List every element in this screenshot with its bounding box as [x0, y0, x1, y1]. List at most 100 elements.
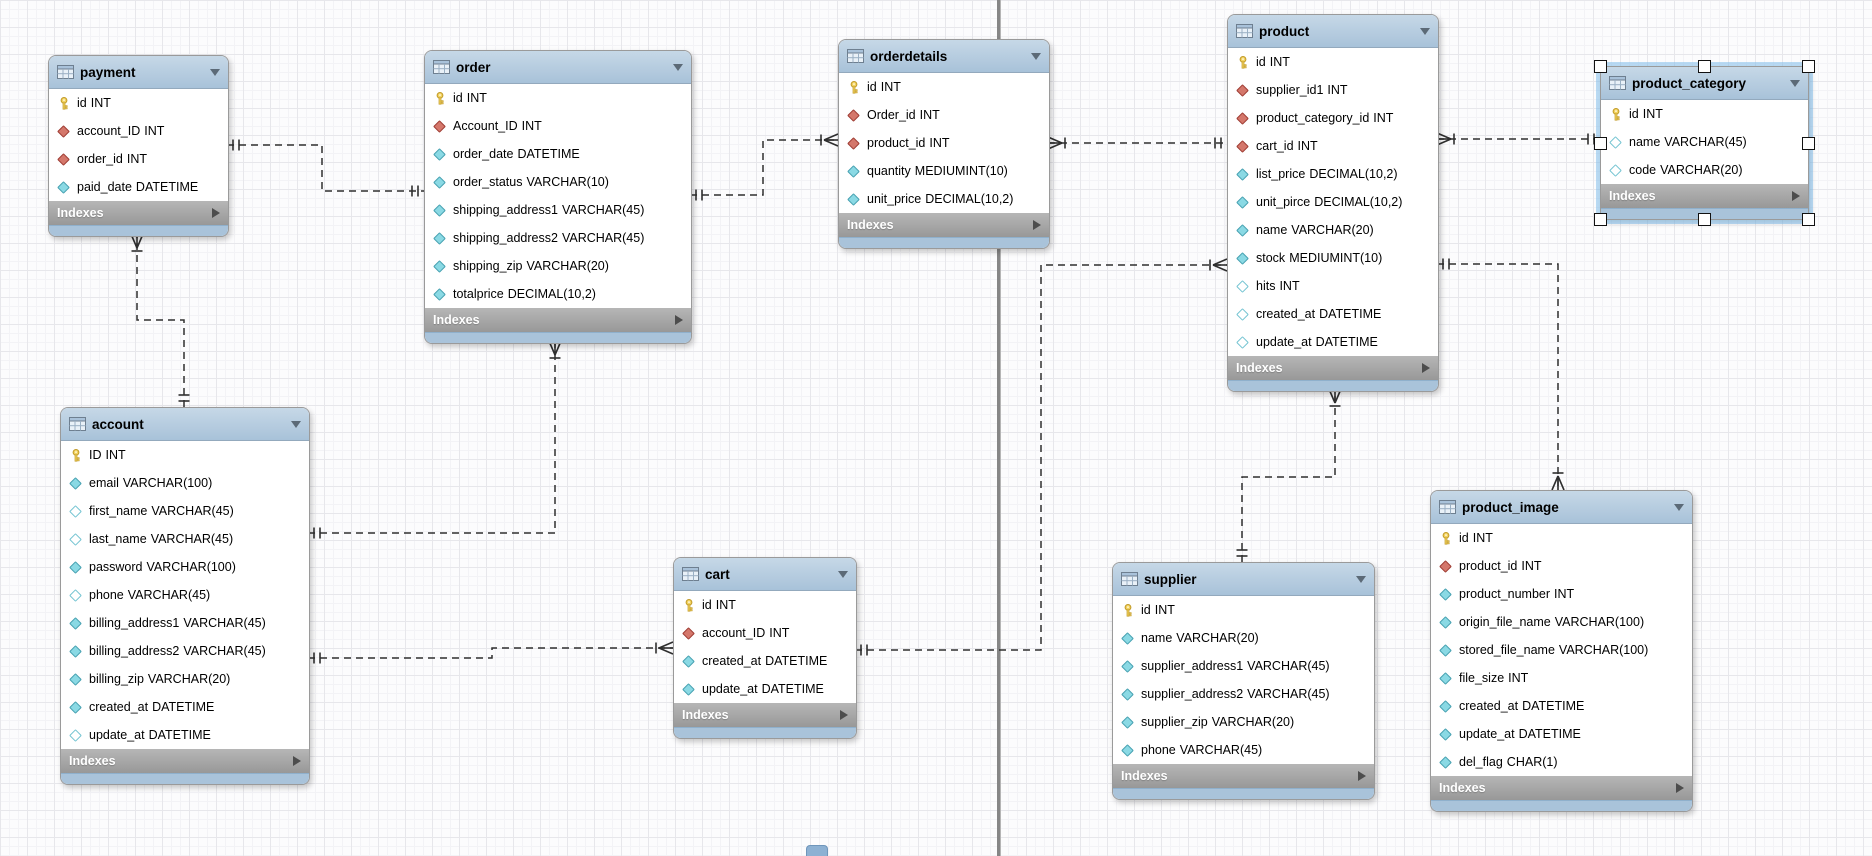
- chevron-down-icon[interactable]: [1356, 575, 1366, 583]
- selection-handle[interactable]: [1594, 136, 1607, 150]
- chevron-down-icon[interactable]: [1674, 503, 1684, 511]
- indexes-bar[interactable]: Indexes: [49, 201, 228, 225]
- indexes-bar[interactable]: Indexes: [1431, 776, 1692, 800]
- chevron-down-icon[interactable]: [1790, 79, 1800, 87]
- indexes-bar[interactable]: Indexes: [1228, 356, 1438, 380]
- chevron-down-icon[interactable]: [838, 570, 848, 578]
- triangle-right-icon[interactable]: [1033, 220, 1041, 230]
- table-header-orderdetails[interactable]: orderdetails: [839, 40, 1049, 73]
- triangle-right-icon[interactable]: [1358, 771, 1366, 781]
- selection-handle[interactable]: [1802, 60, 1815, 73]
- triangle-right-icon[interactable]: [1792, 191, 1800, 201]
- table-header-order[interactable]: order: [425, 51, 691, 84]
- table-header-supplier[interactable]: supplier: [1113, 563, 1374, 596]
- chevron-down-icon[interactable]: [210, 68, 220, 76]
- relationship-connector-supplier-product[interactable]: [1236, 388, 1342, 562]
- table-header-product[interactable]: product: [1228, 15, 1438, 48]
- relationship-connector-order-orderdetails[interactable]: [690, 133, 839, 201]
- relationship-connector-account-cart[interactable]: [308, 641, 674, 664]
- triangle-right-icon[interactable]: [212, 208, 220, 218]
- table-header-payment[interactable]: payment: [49, 56, 228, 89]
- triangle-right-icon[interactable]: [840, 710, 848, 720]
- selection-handle[interactable]: [1802, 213, 1815, 226]
- indexes-bar[interactable]: Indexes: [61, 749, 309, 773]
- selection-handle[interactable]: [1594, 60, 1607, 73]
- relationship-connector-orderdetails-product[interactable]: [1047, 136, 1227, 150]
- relationship-connector-account-order[interactable]: [308, 340, 562, 539]
- indexes-bar[interactable]: Indexes: [1601, 184, 1808, 208]
- chevron-down-icon[interactable]: [1420, 27, 1430, 35]
- selection-handle[interactable]: [1802, 136, 1815, 150]
- table-header-account[interactable]: account: [61, 408, 309, 441]
- table-header-product_image[interactable]: product_image: [1431, 491, 1692, 524]
- selection-handle[interactable]: [1698, 213, 1711, 226]
- indexes-bar[interactable]: Indexes: [674, 703, 856, 727]
- triangle-right-icon[interactable]: [293, 756, 301, 766]
- triangle-right-icon[interactable]: [675, 315, 683, 325]
- indexes-bar[interactable]: Indexes: [839, 213, 1049, 237]
- chevron-down-icon[interactable]: [291, 420, 301, 428]
- selection-handle[interactable]: [1594, 213, 1607, 226]
- triangle-right-icon[interactable]: [1676, 783, 1684, 793]
- partially-visible-table-fragment[interactable]: [806, 845, 828, 856]
- indexes-bar[interactable]: Indexes: [425, 308, 691, 332]
- triangle-right-icon[interactable]: [1422, 363, 1430, 373]
- relationship-connector-cart-product[interactable]: [855, 258, 1228, 656]
- chevron-down-icon[interactable]: [1031, 52, 1041, 60]
- indexes-bar[interactable]: Indexes: [1113, 764, 1374, 788]
